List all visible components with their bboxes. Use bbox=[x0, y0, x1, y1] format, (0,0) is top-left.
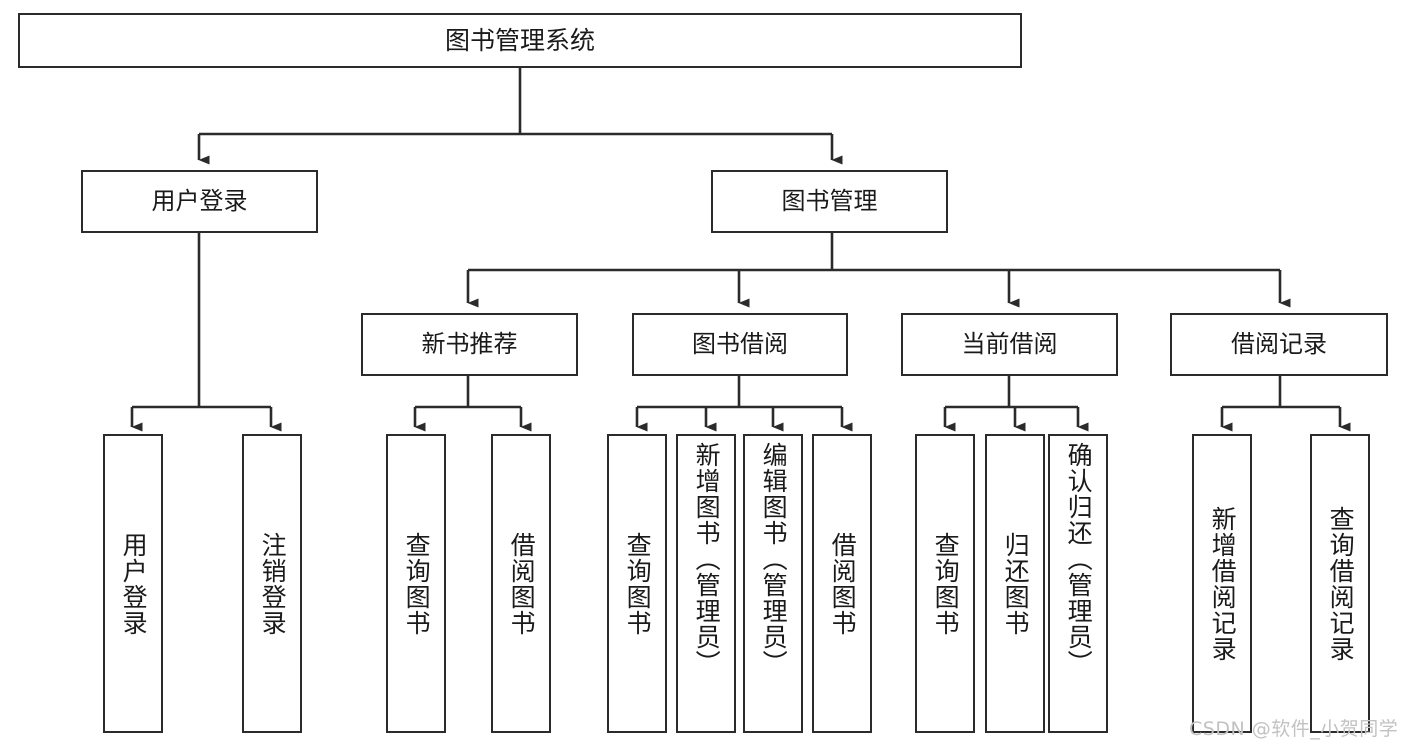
node-new-book-recommend[interactable]: 新书推荐 bbox=[361, 313, 578, 376]
node-label: 借阅记录 bbox=[1231, 330, 1327, 359]
node-label: 归还图书 bbox=[1001, 531, 1031, 636]
node-label: 查询图书 bbox=[402, 531, 432, 636]
node-leaf-query-book-3[interactable]: 查询图书 bbox=[915, 434, 975, 733]
node-label: 确认归还（管理员） bbox=[1064, 442, 1094, 676]
node-leaf-add-book[interactable]: 新增图书（管理员） bbox=[676, 434, 736, 733]
node-label: 图书管理 bbox=[781, 187, 878, 216]
node-leaf-borrow-book-2[interactable]: 借阅图书 bbox=[812, 434, 872, 733]
csdn-watermark: CSDN @软件_小贺同学 bbox=[1189, 718, 1399, 740]
node-leaf-user-login[interactable]: 用户登录 bbox=[103, 434, 163, 733]
node-label: 图书管理系统 bbox=[444, 25, 595, 55]
node-root-system[interactable]: 图书管理系统 bbox=[18, 13, 1022, 68]
node-label: 编辑图书（管理员） bbox=[759, 442, 789, 676]
node-label: 用户登录 bbox=[119, 531, 149, 636]
node-label: 查询图书 bbox=[623, 531, 653, 636]
node-book-borrow[interactable]: 图书借阅 bbox=[632, 313, 848, 376]
node-leaf-borrow-book-1[interactable]: 借阅图书 bbox=[491, 434, 551, 733]
node-current-borrow[interactable]: 当前借阅 bbox=[901, 313, 1118, 376]
node-borrow-record[interactable]: 借阅记录 bbox=[1170, 313, 1388, 376]
node-leaf-query-record[interactable]: 查询借阅记录 bbox=[1310, 434, 1370, 733]
node-leaf-add-record[interactable]: 新增借阅记录 bbox=[1192, 434, 1252, 733]
node-label: 新增借阅记录 bbox=[1208, 505, 1238, 662]
node-label: 查询图书 bbox=[931, 531, 961, 636]
node-label: 查询借阅记录 bbox=[1326, 505, 1356, 662]
node-label: 用户登录 bbox=[151, 187, 248, 216]
node-label: 新书推荐 bbox=[421, 330, 518, 359]
node-leaf-return-book[interactable]: 归还图书 bbox=[985, 434, 1045, 733]
node-leaf-logout[interactable]: 注销登录 bbox=[242, 434, 302, 733]
node-leaf-confirm-return[interactable]: 确认归还（管理员） bbox=[1048, 434, 1108, 733]
node-label: 注销登录 bbox=[258, 531, 288, 636]
node-book-management[interactable]: 图书管理 bbox=[711, 170, 948, 233]
node-leaf-edit-book[interactable]: 编辑图书（管理员） bbox=[743, 434, 803, 733]
node-leaf-query-book-2[interactable]: 查询图书 bbox=[607, 434, 667, 733]
node-label: 新增图书（管理员） bbox=[692, 442, 722, 676]
node-user-login[interactable]: 用户登录 bbox=[81, 170, 318, 233]
node-label: 当前借阅 bbox=[961, 330, 1058, 359]
node-label: 借阅图书 bbox=[507, 531, 537, 636]
node-leaf-query-book-1[interactable]: 查询图书 bbox=[386, 434, 446, 733]
node-label: 借阅图书 bbox=[828, 531, 858, 636]
node-label: 图书借阅 bbox=[692, 330, 788, 359]
